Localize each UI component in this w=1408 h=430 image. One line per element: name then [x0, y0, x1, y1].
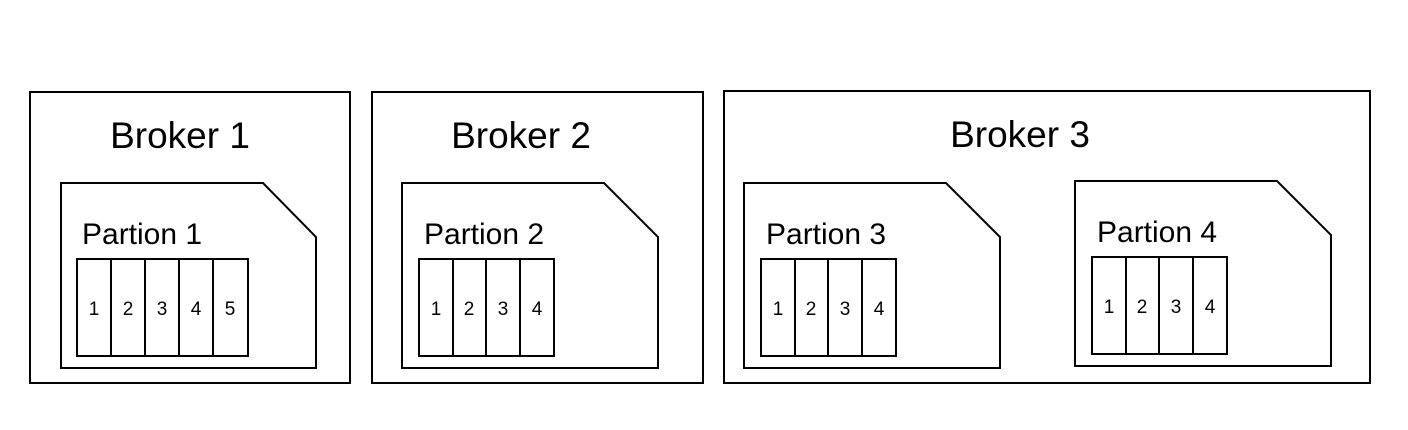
segment-label: 5	[225, 299, 236, 320]
segment-cell	[452, 258, 487, 357]
segment-cell	[178, 258, 214, 357]
segment-cell	[861, 258, 897, 357]
segment-label: 2	[806, 299, 817, 320]
segment-cell	[827, 258, 863, 357]
segment-label: 4	[191, 299, 202, 320]
broker-1-title: Broker 1	[110, 115, 250, 156]
segment-label: 3	[1171, 297, 1182, 318]
segment-label: 4	[1205, 297, 1216, 318]
segment-label: 2	[123, 299, 134, 320]
segment-label: 3	[498, 299, 509, 320]
segment-label: 1	[431, 299, 442, 320]
segment-cell	[519, 258, 555, 357]
segment-cell	[418, 258, 454, 357]
partition-2-title: Partion 2	[424, 218, 544, 251]
broker-3-title: Broker 3	[950, 114, 1090, 155]
partition-1: Partion 1 1 2 3 4 5	[60, 182, 317, 369]
segment-cell	[110, 258, 146, 357]
segment-label: 1	[89, 299, 100, 320]
segment-cell	[144, 258, 180, 357]
segment-label: 4	[532, 299, 543, 320]
partition-2: Partion 2 1 2 3 4	[401, 182, 659, 369]
broker-2-title: Broker 2	[451, 115, 591, 156]
broker-1: Broker 1 Partion 1 1 2 3 4 5	[29, 91, 351, 384]
partition-1-title: Partion 1	[82, 218, 202, 251]
partition-3: Partion 3 1 2 3 4	[743, 182, 1001, 369]
segment-label: 4	[874, 299, 885, 320]
segment-cell	[485, 258, 521, 357]
segment-cell	[794, 258, 829, 357]
segment-label: 2	[1137, 297, 1148, 318]
partition-4-title: Partion 4	[1097, 216, 1217, 249]
segment-label: 1	[773, 299, 784, 320]
segment-label: 2	[464, 299, 475, 320]
segment-label: 3	[840, 299, 851, 320]
partition-3-title: Partion 3	[766, 218, 886, 251]
broker-3: Broker 3 Partion 3 1 2 3 4 Partion 4 1 2…	[723, 90, 1371, 384]
segment-cell	[76, 258, 112, 357]
partition-4: Partion 4 1 2 3 4	[1074, 180, 1332, 367]
segment-label: 1	[1104, 297, 1115, 318]
segment-cell	[1192, 256, 1228, 355]
segment-label: 3	[157, 299, 168, 320]
broker-2: Broker 2 Partion 2 1 2 3 4	[371, 91, 704, 384]
segment-cell	[760, 258, 796, 357]
segment-cell	[1125, 256, 1160, 355]
segment-cell	[1158, 256, 1194, 355]
segment-cell	[212, 258, 249, 357]
